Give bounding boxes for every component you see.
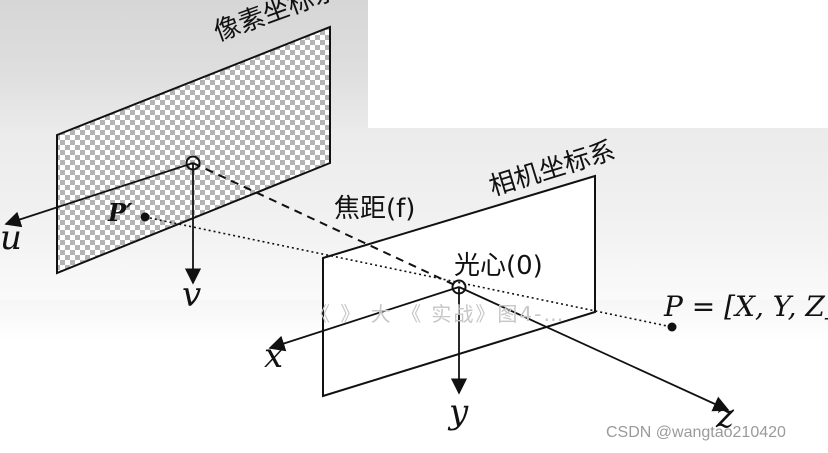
projected-point-dot [140, 212, 150, 222]
camera-axis-x-label: x [264, 336, 284, 376]
camera-plane [322, 174, 596, 398]
camera-axis-z-line [458, 286, 730, 412]
pixel-axis-u-label: u [0, 218, 22, 258]
faded-caption-text: 《 》 大 《 实战》图4-… [310, 302, 566, 326]
camera-axis-x-line [268, 286, 460, 352]
world-point-label: P = [X, Y, Z] [664, 290, 828, 323]
optical-center-label: 光心(0) [454, 251, 543, 281]
camera-axis-y-label: y [449, 392, 469, 432]
pixel-axis-v-label: v [182, 275, 202, 315]
optical-center-marker [451, 279, 467, 295]
pixel-axis-u-line [4, 162, 194, 228]
pixel-plane-center-marker [185, 155, 201, 171]
focal-length-label: 焦距(f) [334, 194, 416, 224]
watermark-text: CSDN @wangtao210420 [606, 424, 786, 441]
pixel-plane [56, 25, 331, 275]
world-point-dot [667, 322, 677, 332]
projected-point-label: P′ [108, 198, 133, 227]
camera-axis-z-label: z [716, 396, 734, 436]
focal-length-line [192, 162, 460, 288]
